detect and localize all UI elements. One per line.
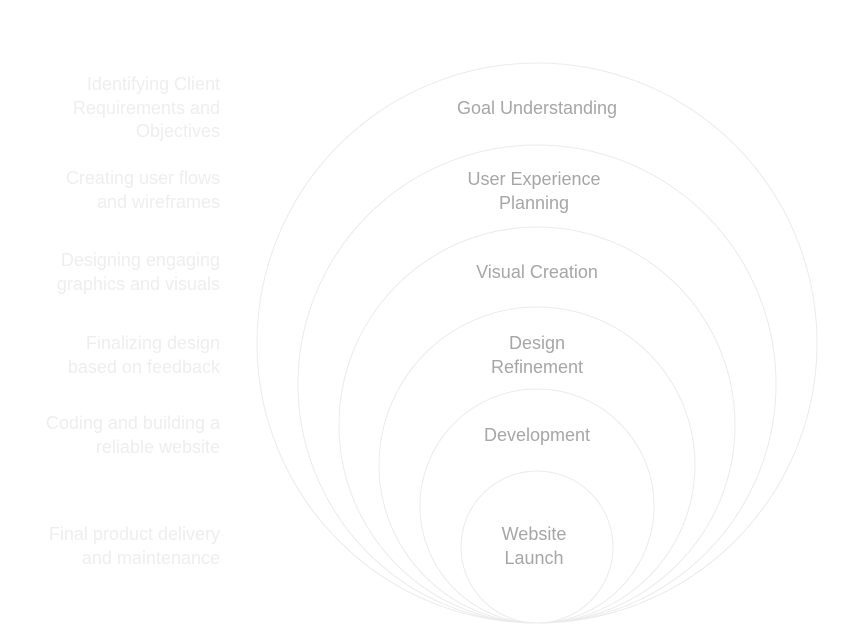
stage-title-development: Development xyxy=(483,425,591,445)
stage-description-visual-creation: Designing engaging graphics and visuals xyxy=(56,250,220,294)
stage-description-goal-understanding: Identifying Client Requirements and Obje… xyxy=(72,74,220,141)
stage-title-goal-understanding: Goal Understanding xyxy=(456,98,618,118)
stage-description-design-refinement: Finalizing design based on feedback xyxy=(67,333,220,377)
ring-website-launch xyxy=(460,470,614,624)
stage-title-user-experience-planning: User Experience Planning xyxy=(467,169,601,213)
stage-title-website-launch: Website Launch xyxy=(501,524,567,568)
stage-title-visual-creation: Visual Creation xyxy=(476,262,598,282)
stage-title-design-refinement: Design Refinement xyxy=(490,333,584,377)
stage-description-development: Coding and building a reliable website xyxy=(45,413,220,457)
stage-description-website-launch: Final product delivery and maintenance xyxy=(48,524,220,568)
stage-description-user-experience-planning: Creating user flows and wireframes xyxy=(65,168,220,212)
